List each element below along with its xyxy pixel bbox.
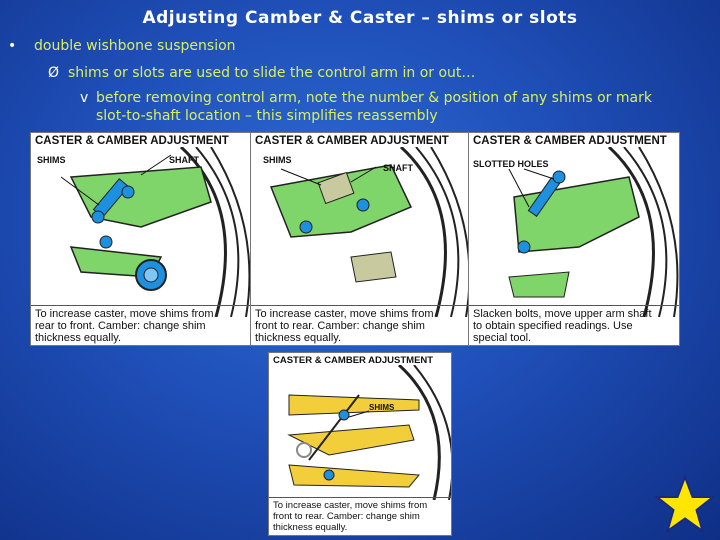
diamond-bullet-icon: v <box>80 90 89 106</box>
sub-sub-bullet-note: v before removing control arm, note the n… <box>80 89 710 125</box>
shims-label: SHIMS <box>37 155 66 165</box>
note-text-line1: before removing control arm, note the nu… <box>96 90 652 106</box>
figure-rear-to-front-shims: CASTER & CAMBER ADJUSTMENT SHIMS SHAFT T… <box>30 132 252 346</box>
caption-line: rear to front. Camber: change shim <box>35 320 206 332</box>
caption-line: front to rear. Camber: change shim <box>255 320 425 332</box>
figure-heading: CASTER & CAMBER ADJUSTMENT <box>255 135 449 147</box>
bullet-text: double wishbone suspension <box>34 38 236 54</box>
suspension-illustration <box>269 147 469 317</box>
shims-label: SHIMS <box>369 403 395 412</box>
figure-yellow-arm-shims: CASTER & CAMBER ADJUSTMENT SHIMS To incr… <box>268 352 452 536</box>
shaft-label: SHAFT <box>383 163 413 173</box>
caption-line: to obtain specified readings. Use <box>473 320 633 332</box>
sub-bullet-text: shims or slots are used to slide the con… <box>68 65 476 81</box>
caption-line: To increase caster, move shims from <box>255 308 434 320</box>
figure-caption: To increase caster, move shims from fron… <box>255 308 434 344</box>
figure-front-to-rear-shims: CASTER & CAMBER ADJUSTMENT SHIMS SHAFT T… <box>250 132 470 346</box>
caption-line: thickness equally. <box>273 522 348 533</box>
caption-line: special tool. <box>473 332 532 344</box>
figure-heading: CASTER & CAMBER ADJUSTMENT <box>473 135 667 147</box>
caption-line: Slacken bolts, move upper arm shaft <box>473 308 652 320</box>
figure-caption: To increase caster, move shims from rear… <box>35 308 214 344</box>
caption-divider <box>31 305 251 306</box>
note-text-line2: slot-to-shaft location – this simplifies… <box>96 108 438 124</box>
suspension-illustration <box>60 147 251 317</box>
arrow-bullet-icon: Ø <box>48 65 60 81</box>
caption-line: To increase caster, move shims from <box>35 308 214 320</box>
caption-divider <box>251 305 469 306</box>
suspension-illustration <box>287 365 451 500</box>
slotted-holes-label: SLOTTED HOLES <box>473 159 549 169</box>
caption-line: To increase caster, move shims from <box>273 500 428 511</box>
suspension-illustration <box>508 147 679 317</box>
caption-line: thickness equally. <box>255 332 342 344</box>
caption-line: front to rear. Camber: change shim <box>273 511 420 522</box>
caption-line: thickness equally. <box>35 332 122 344</box>
bullet-marker: • <box>8 38 17 54</box>
figure-slotted-holes: CASTER & CAMBER ADJUSTMENT SLOTTED HOLES… <box>468 132 680 346</box>
figure-caption: To increase caster, move shims from fron… <box>273 500 427 533</box>
caption-divider <box>469 305 679 306</box>
shims-label: SHIMS <box>263 155 292 165</box>
caption-divider <box>269 497 451 498</box>
figure-heading: CASTER & CAMBER ADJUSTMENT <box>273 355 434 366</box>
figure-caption: Slacken bolts, move upper arm shaft to o… <box>473 308 652 344</box>
shaft-label: SHAFT <box>169 155 199 165</box>
star-icon[interactable] <box>654 474 716 536</box>
bullet-double-wishbone: • double wishbone suspension <box>8 37 236 55</box>
slide-title: Adjusting Camber & Caster – shims or slo… <box>142 8 578 28</box>
figure-heading: CASTER & CAMBER ADJUSTMENT <box>35 135 229 147</box>
